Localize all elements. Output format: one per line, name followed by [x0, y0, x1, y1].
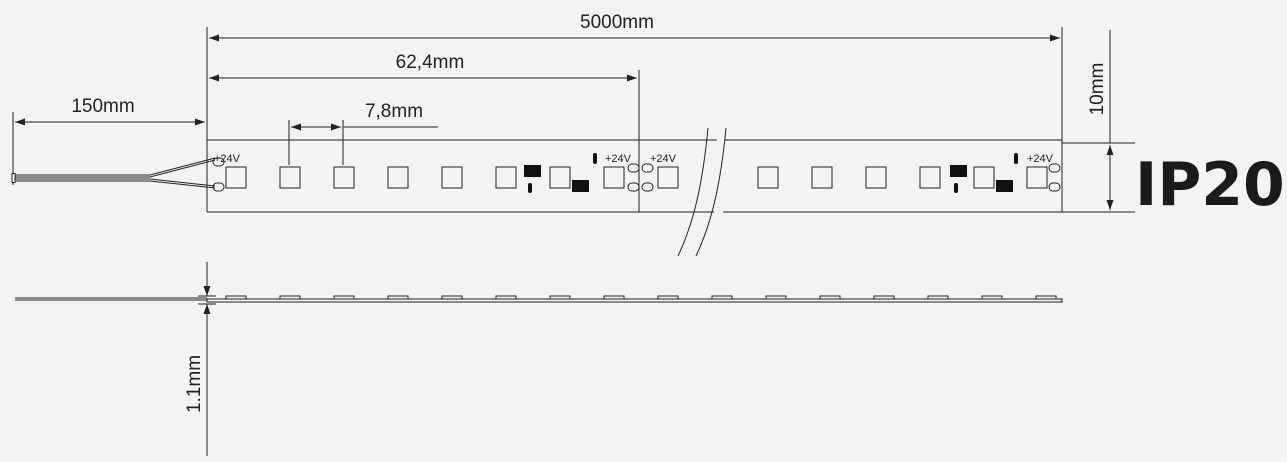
led-chip-side — [927, 295, 949, 300]
pad-label-start-segment-2: +24V — [650, 153, 677, 165]
dimension-label-led-pitch: 7,8mm — [365, 101, 423, 122]
led-chip — [603, 166, 625, 189]
solder-pad — [641, 182, 654, 192]
led-chip — [919, 166, 941, 189]
led-chip-side — [819, 295, 841, 300]
led-strip-top-view — [206, 127, 1063, 257]
resistor-lead — [954, 183, 958, 193]
pad-label-start-segment-1: +24V — [214, 153, 241, 165]
led-chip-side — [549, 295, 571, 300]
led-chip — [495, 166, 517, 189]
connection-cable-top — [11, 157, 216, 189]
dimension-label-thickness: 1.1mm — [184, 355, 205, 413]
led-chip — [441, 166, 463, 189]
led-chip — [279, 166, 301, 189]
led-chip-side — [225, 295, 247, 300]
ip-rating: IP20 — [1135, 150, 1285, 220]
solder-pad — [1048, 163, 1061, 173]
led-chip — [657, 166, 679, 189]
led-chip — [865, 166, 887, 189]
dimension-label-cable-length: 150mm — [71, 96, 134, 117]
led-chips-side — [225, 295, 1057, 300]
dimension-label-total-length: 5000mm — [580, 12, 654, 33]
resistor-lead — [528, 183, 532, 193]
led-chip-side — [657, 295, 679, 300]
led-chip — [333, 166, 355, 189]
solder-pads — [212, 157, 1061, 192]
led-chip — [549, 166, 571, 189]
solder-pad — [627, 163, 640, 173]
led-chip — [1026, 166, 1048, 189]
resistor — [572, 180, 589, 192]
pad-label-end-segment-last: +24V — [1027, 153, 1054, 165]
led-chip-side — [603, 295, 625, 300]
led-chip-side — [711, 295, 733, 300]
resistor — [996, 180, 1013, 192]
diode-mark — [1014, 153, 1018, 164]
led-chip-side — [495, 295, 517, 300]
led-chip — [811, 166, 833, 189]
led-chip-side — [765, 295, 787, 300]
diode-mark — [593, 153, 597, 164]
led-chip-side — [1035, 295, 1057, 300]
solder-pad — [212, 182, 225, 192]
smd-components — [524, 153, 1018, 193]
led-chip — [225, 166, 247, 189]
led-chip — [387, 166, 409, 189]
led-chip-side — [387, 295, 409, 300]
led-chip-side — [441, 295, 463, 300]
solder-pad — [1048, 182, 1061, 192]
led-chip-side — [279, 295, 301, 300]
led-chip-side — [333, 295, 355, 300]
led-chip — [973, 166, 995, 189]
pad-label-end-segment-1: +24V — [605, 153, 632, 165]
led-chip-side — [981, 295, 1003, 300]
led-strip-side-view — [15, 295, 1063, 305]
led-chip — [757, 166, 779, 189]
dimension-label-strip-width: 10mm — [1087, 63, 1108, 116]
led-chip-side — [873, 295, 895, 300]
solder-pad — [641, 163, 654, 173]
resistor — [950, 165, 967, 177]
solder-pad — [212, 157, 225, 167]
resistor — [524, 165, 541, 177]
led-chips-top — [225, 166, 1048, 189]
solder-pad — [627, 182, 640, 192]
dimension-label-segment-length: 62,4mm — [396, 52, 465, 73]
